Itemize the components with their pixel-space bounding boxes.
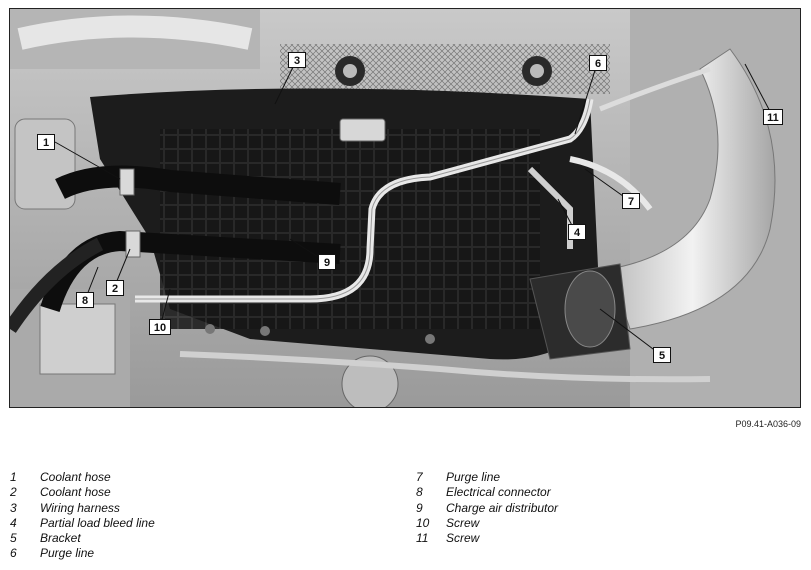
callout-7: 7 [622, 193, 640, 209]
callout-2: 2 [106, 280, 124, 296]
legend-number: 9 [416, 500, 423, 515]
legend-text: Partial load bleed line [40, 515, 155, 530]
callout-4: 4 [568, 224, 586, 240]
legend-text: Electrical connector [446, 485, 551, 500]
engine-photo: 1 2 3 4 5 6 7 8 9 10 11 [9, 8, 801, 408]
legend-text: Coolant hose [40, 470, 111, 484]
callout-8: 8 [76, 292, 94, 308]
legend-text: Screw [446, 531, 480, 546]
legend-text: Bracket [40, 531, 81, 546]
legend-number: 10 [416, 515, 430, 530]
legend-number: 11 [416, 531, 429, 546]
legend-text: Charge air distributor [446, 500, 559, 515]
callout-6: 6 [589, 55, 607, 71]
legend-text: Purge line [40, 546, 95, 561]
figure-id: P09.41-A036-09 [735, 419, 801, 429]
callout-10: 10 [149, 319, 171, 335]
callout-5: 5 [653, 347, 671, 363]
legend-text: Wiring harness [40, 500, 120, 515]
callout-11: 11 [763, 109, 783, 125]
legend-number: 7 [416, 470, 423, 484]
callout-9: 9 [318, 254, 336, 270]
legend-number: 5 [10, 531, 17, 546]
legend-number: 6 [10, 546, 17, 561]
legend-number: 4 [10, 515, 17, 530]
engine-illustration [10, 9, 800, 407]
legend-number: 3 [10, 500, 17, 515]
legend-number: 8 [416, 485, 423, 500]
callout-1: 1 [37, 134, 55, 150]
legend-number: 1 [10, 470, 17, 484]
legend-text: Screw [446, 515, 480, 530]
legend-text: Coolant hose [40, 485, 111, 500]
legend-number: 2 [10, 485, 17, 500]
callout-3: 3 [288, 52, 306, 68]
legend-text: Purge line [446, 470, 501, 484]
